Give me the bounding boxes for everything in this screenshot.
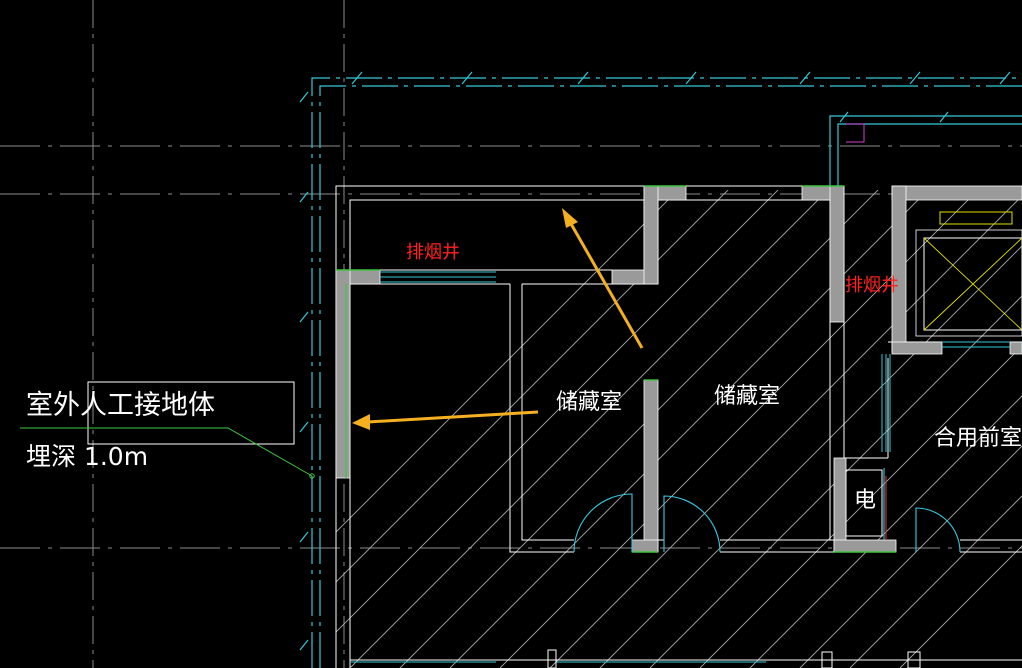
electric-room-label: 电 <box>854 488 877 513</box>
arrow-to-shaft <box>568 221 644 349</box>
boundary-outer <box>311 77 1022 668</box>
boundary-shaft-inner <box>837 123 1022 190</box>
door-lobby <box>915 507 961 553</box>
smoke-shaft-label-2: 排烟井 <box>845 275 899 296</box>
smoke-shaft-label-1: 排烟井 <box>406 242 460 263</box>
electric-room <box>845 469 887 540</box>
wall-fills <box>335 185 1022 553</box>
boundary-ticks <box>299 71 1011 651</box>
storage-room-label-2: 储藏室 <box>714 384 781 409</box>
green-edges <box>336 185 896 553</box>
grounding-annotation <box>20 381 315 479</box>
boundary-lines <box>311 77 1022 668</box>
door-storage-2 <box>663 495 721 553</box>
door-storage-1 <box>573 493 633 553</box>
outer-wall-inner <box>349 199 644 668</box>
shared-lobby-label: 合用前室 <box>934 426 1022 451</box>
storage-room-label-1: 储藏室 <box>556 390 623 415</box>
boundary-shaft <box>829 115 1022 190</box>
grounding-label-line1: 室外人工接地体 <box>26 390 215 421</box>
arrows <box>352 208 644 430</box>
grounding-label-line2: 埋深 1.0m <box>26 442 149 471</box>
window-openings <box>350 271 1010 663</box>
doors <box>573 468 961 553</box>
shaft-marker <box>846 123 865 143</box>
boundary-inner <box>319 85 1022 668</box>
elevator-shaft <box>915 211 1022 337</box>
bottom-details <box>547 649 921 668</box>
arrow-to-wall <box>367 410 539 424</box>
